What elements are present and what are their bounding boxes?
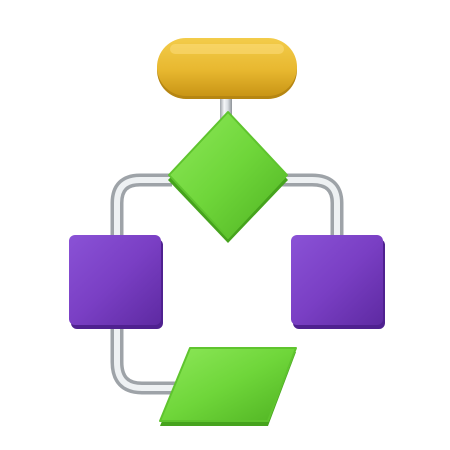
process-node-left — [69, 235, 163, 329]
decision-node — [168, 111, 288, 243]
connectors — [110, 96, 344, 395]
connector-decision-right-highlight — [280, 177, 340, 238]
connector-decision-left — [110, 173, 172, 238]
connector-decision-left-highlight — [114, 177, 172, 238]
connector-left-io-highlight — [114, 322, 190, 391]
connector-decision-right — [280, 173, 344, 238]
input-output-node — [159, 347, 297, 426]
terminator-node — [157, 38, 297, 99]
process-node-right — [291, 235, 385, 329]
